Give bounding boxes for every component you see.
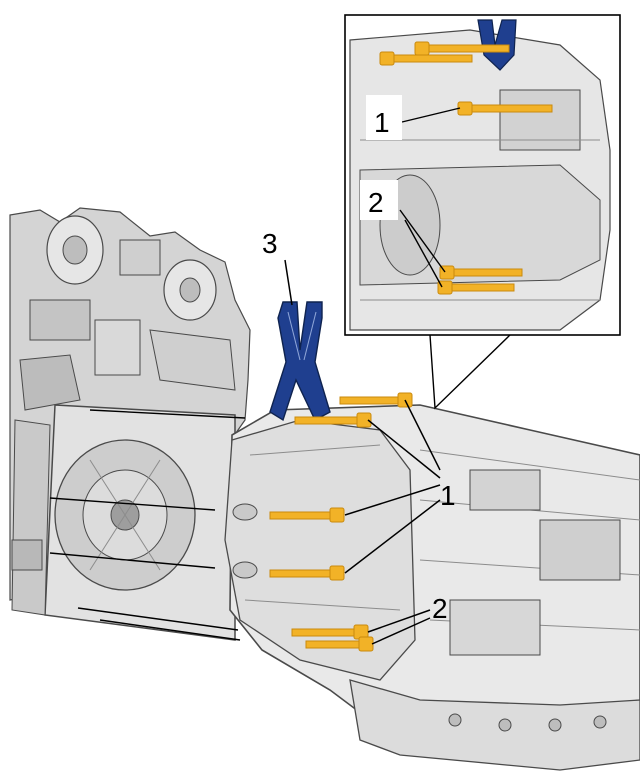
detail-inset: 1 2 (344, 14, 621, 410)
callout-label-2: 2 (432, 593, 448, 624)
bolt (269, 565, 345, 581)
inset-callout-label-2: 2 (368, 187, 384, 218)
bolt (305, 636, 374, 652)
bolt (294, 412, 372, 428)
engine-block (9, 207, 251, 641)
bolt-group-1 (269, 392, 413, 581)
alignment-lines (49, 409, 246, 641)
inset-bolt (437, 280, 515, 295)
callout-label-3: 3 (262, 228, 278, 259)
main-leader-lines (284, 259, 441, 645)
callout-label-1: 1 (440, 480, 456, 511)
inset-bolt (379, 51, 473, 66)
transmission-housing (224, 404, 640, 771)
lifting-bracket (269, 301, 331, 422)
bolt (269, 507, 345, 523)
bolt (339, 392, 413, 408)
inset-callout-label-1: 1 (374, 107, 390, 138)
inset-bolt (414, 41, 510, 56)
